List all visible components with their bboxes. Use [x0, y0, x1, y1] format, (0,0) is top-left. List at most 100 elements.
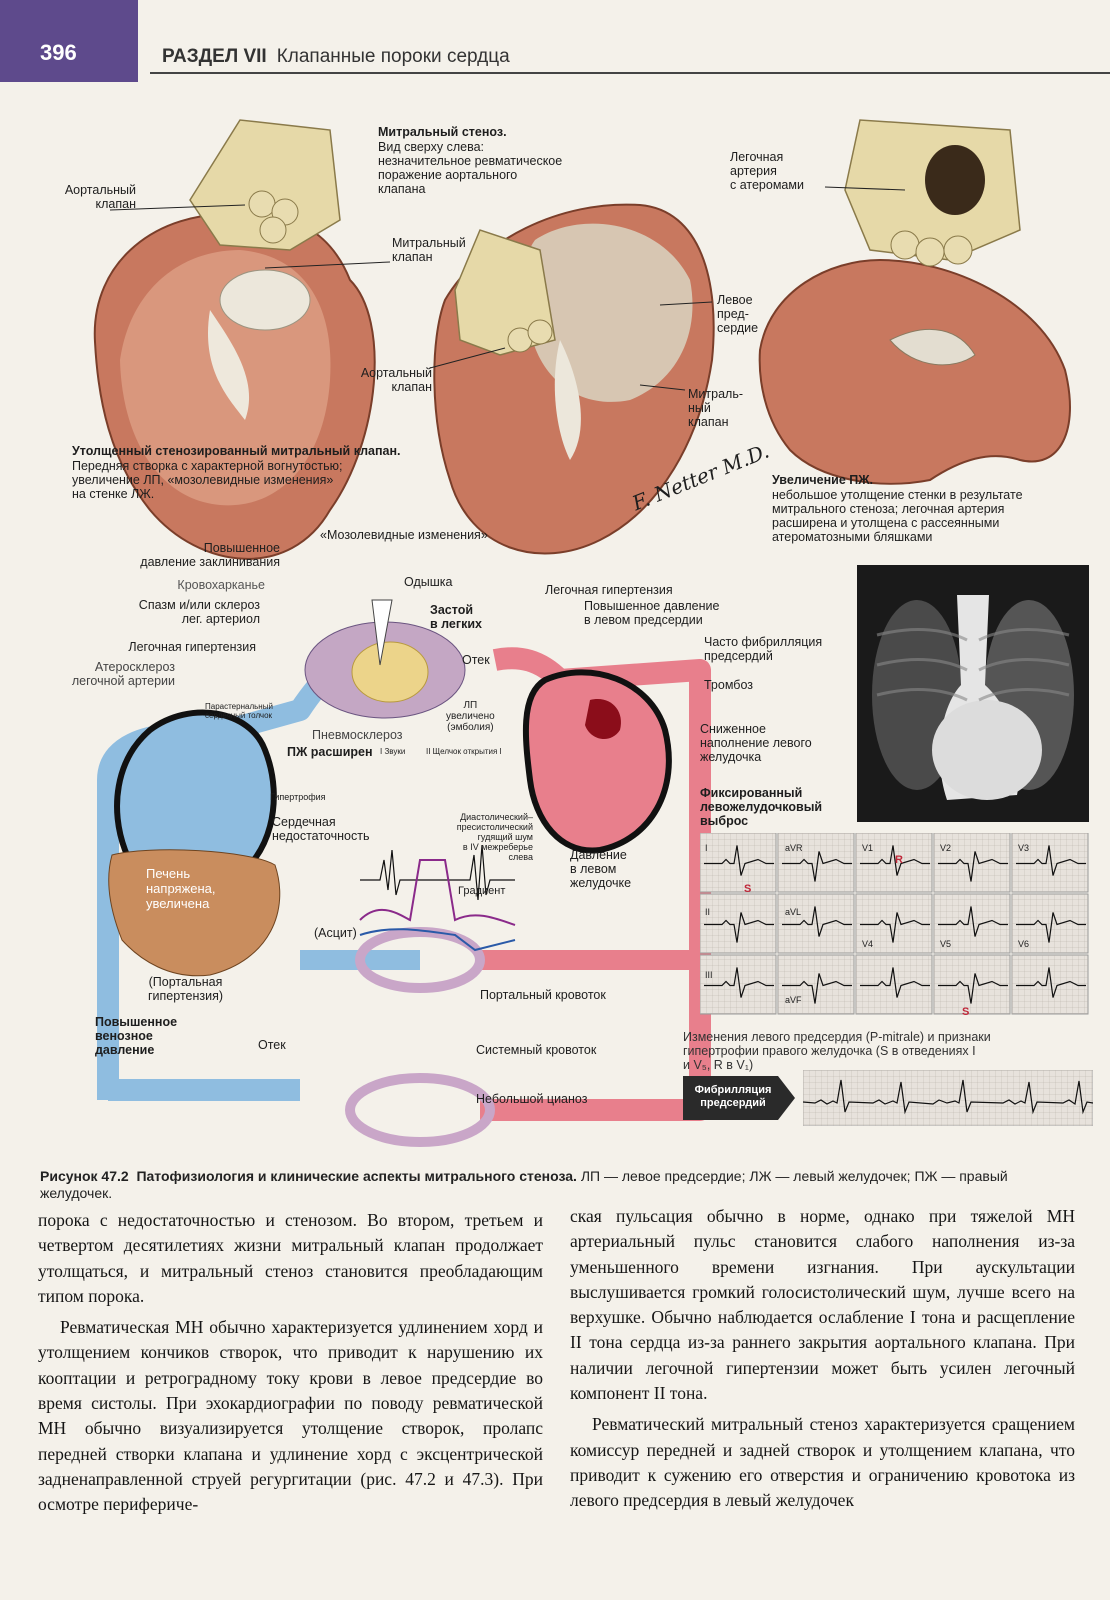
ecg-lead-label: aVL [785, 907, 802, 917]
label-lv-filling: Сниженное наполнение левого желудочка [700, 722, 812, 764]
label-edema: Отек [258, 1038, 286, 1052]
ecg-trace [938, 973, 1008, 1004]
ecg-lead-label: II [705, 907, 711, 917]
label-ascites: (Асцит) [314, 926, 357, 940]
af-banner-arrow [683, 1076, 795, 1120]
ecg-lead-label: I [705, 843, 708, 853]
label-fixed-output: Фиксированный левожелудочковый выброс [700, 786, 823, 828]
ecg-trace [1016, 912, 1086, 943]
label-hf: Сердечная недостаточность [272, 815, 370, 843]
label-mitral-valve-2: Митраль- ный клапан [688, 387, 743, 429]
ecg-panel [699, 832, 1100, 1016]
ecg-trace [704, 845, 774, 876]
ecg-trace [860, 845, 930, 876]
label-portal-htn: (Портальная гипертензия) [148, 975, 224, 1003]
ecg-lead-label: III [705, 970, 713, 980]
text-column-right: ская пульсация обычно в норме, однако пр… [570, 1204, 1075, 1520]
heart-illustration-left [93, 119, 376, 560]
ecg-lead-label: V1 [862, 843, 874, 853]
label-thickened-desc: Передняя створка с характерной вогнутост… [72, 459, 343, 501]
ecg-trace [938, 906, 1008, 937]
label-callus: «Мозолевидные изменения» [320, 528, 488, 542]
af-ecg-strip [803, 1070, 1093, 1126]
pathophysiology-diagram [97, 599, 711, 1147]
section-label: РАЗДЕЛ VII [162, 46, 267, 67]
heart-illustration-right [758, 119, 1071, 485]
label-thrombosis: Тромбоз [704, 678, 753, 692]
page-number: 396 [40, 40, 77, 65]
label-lv-pressure: Давление в левом желудочке [570, 848, 632, 890]
label-wedge: Повышенное давление заклинивания [140, 541, 280, 569]
label-hemoptysis: Кровохарканье [177, 578, 265, 592]
figure-caption: Рисунок 47.2 Патофизиология и клинически… [40, 1168, 1080, 1202]
label-hypertrophy: Гипертрофия [270, 792, 326, 802]
label-pulmonary-artery: Легочная артерия с атеромами [730, 150, 804, 192]
ecg-trace [782, 973, 852, 1004]
label-venous-pressure: Повышенное венозное давление [95, 1015, 178, 1057]
af-banner-label: Фибрилляция предсердий [694, 1084, 772, 1109]
ecg-lead-label: aVR [785, 843, 803, 853]
label-la-enlarged: ЛП увеличено (эмболия) [446, 700, 495, 733]
label-liver: Печень напряжена, увеличена [146, 866, 216, 911]
text-column-left: порока с недостаточностью и стенозом. Во… [38, 1208, 543, 1524]
ecg-trace [704, 912, 774, 943]
label-mitral-stenosis-desc: Вид сверху слева: незначительное ревмати… [378, 140, 563, 196]
section-title: Клапанные пороки сердца [276, 46, 510, 67]
label-murmur: Диастолический– пресистолический гудящий… [456, 812, 533, 862]
running-header: РАЗДЕЛ VII Клапанные пороки сердца [162, 46, 510, 68]
label-sound-2: II Щелчок открытия I [426, 747, 502, 756]
label-left-atrium: Левое пред- сердие [717, 293, 759, 335]
paragraph: порока с недостаточностью и стенозом. Во… [38, 1210, 543, 1306]
leader-lines [109, 186, 906, 391]
chest-xray-image [857, 565, 1089, 822]
header-rule [150, 72, 1110, 74]
label-mitral-valve-1: Митральный клапан [392, 236, 466, 264]
ecg-lead-label: V5 [940, 939, 952, 949]
ecg-trace [1016, 967, 1086, 998]
ecg-lead-label: V2 [940, 843, 952, 853]
label-rv-enlarged: ПЖ расширен [287, 745, 373, 759]
ecg-marker-r: R [895, 854, 903, 866]
ecg-trace [860, 967, 930, 998]
label-parasternal: Парастернальный сердечный толчок [205, 702, 273, 720]
figure-abbreviations: ЛП — левое предсердие; ЛЖ — левый желудо… [40, 1168, 1008, 1201]
label-aortic-valve-2: Аортальный клапан [360, 366, 432, 394]
figure-illustration [93, 119, 1071, 1147]
label-pulm-htn-right: Легочная гипертензия [545, 583, 673, 597]
ecg-lead-label: aVF [785, 995, 802, 1005]
ecg-trace [938, 851, 1008, 882]
label-mitral-stenosis-title: Митральный стеноз. [378, 125, 507, 139]
figure-title: Патофизиология и клинические аспекты мит… [136, 1168, 577, 1184]
label-rv-title: Увеличение ПЖ. [772, 473, 874, 487]
label-af: Часто фибрилляция предсердий [704, 635, 823, 663]
page-tab [0, 0, 138, 82]
label-edema-lung: Отек [462, 653, 490, 667]
ecg-traces [699, 832, 1089, 1015]
label-rv-desc: небольшое утолщение стенки в результате … [772, 488, 1023, 544]
paragraph: ская пульсация обычно в норме, однако пр… [570, 1206, 1075, 1404]
label-congestion: Застой в легких [430, 603, 482, 631]
label-aortic-valve-1: Аортальный клапан [64, 183, 136, 211]
label-gradient: Градиент [458, 885, 506, 897]
label-athero: Атеросклероз легочной артерии [71, 660, 175, 688]
ecg-caption: Изменения левого предсердия (P-mitrale) … [683, 1030, 991, 1072]
label-portal-flow: Портальный кровоток [480, 988, 606, 1002]
ecg-marker-s: S [962, 1006, 970, 1018]
ecg-lead-label: V4 [862, 939, 874, 949]
label-pulm-htn-left: Легочная гипертензия [128, 640, 256, 654]
ecg-trace [1016, 845, 1086, 876]
label-sound-1: I Звуки [380, 747, 406, 756]
label-thickened-title: Утолщенный стенозированный митральный кл… [72, 444, 401, 458]
figure-number: Рисунок 47.2 [40, 1168, 129, 1184]
label-spasm: Спазм и/или склероз лег. артериол [138, 598, 260, 626]
label-la-pressure: Повышенное давление в левом предсердии [584, 599, 720, 627]
ecg-trace [704, 967, 774, 998]
ecg-trace [782, 906, 852, 937]
heart-illustration-middle [433, 203, 715, 555]
ecg-lead-label: V3 [1018, 843, 1030, 853]
ecg-trace [860, 912, 930, 943]
ecg-trace [782, 851, 852, 882]
ecg-marker-s: S [744, 883, 752, 895]
label-pneumosclerosis: Пневмосклероз [312, 728, 403, 742]
paragraph: Ревматический митральный стеноз характер… [570, 1414, 1075, 1511]
